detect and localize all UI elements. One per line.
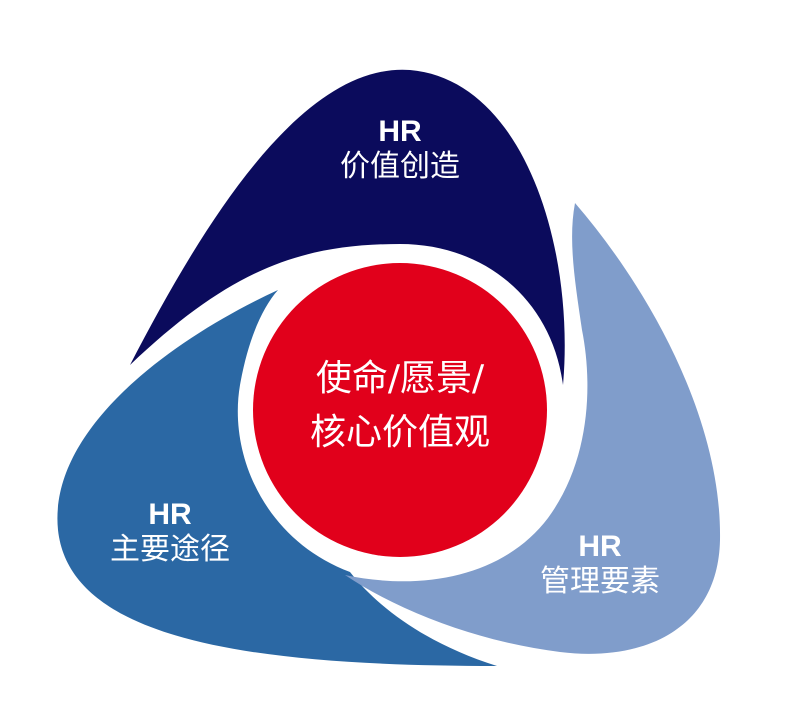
segment-right-label: HR 管理要素 [500,530,700,599]
center-label: 使命/愿景/ 核心价值观 [260,352,540,460]
segment-left-label: HR 主要途径 [70,498,270,567]
segment-right-subtitle: 管理要素 [540,563,660,599]
center-line-1: 使命/愿景/ [315,358,485,399]
segment-right-title: HR [578,530,622,563]
segment-left-title: HR [148,498,192,531]
segment-left-subtitle: 主要途径 [110,531,230,567]
segment-top-shape [130,69,565,385]
center-line-2: 核心价值观 [309,412,490,453]
segment-left-shape [57,290,497,666]
segment-top-subtitle: 价值创造 [340,148,460,184]
segment-top-label: HR 价值创造 [300,115,500,184]
center-circle [253,263,547,557]
segment-top-title: HR [378,115,422,148]
segment-right-shape [345,203,721,654]
